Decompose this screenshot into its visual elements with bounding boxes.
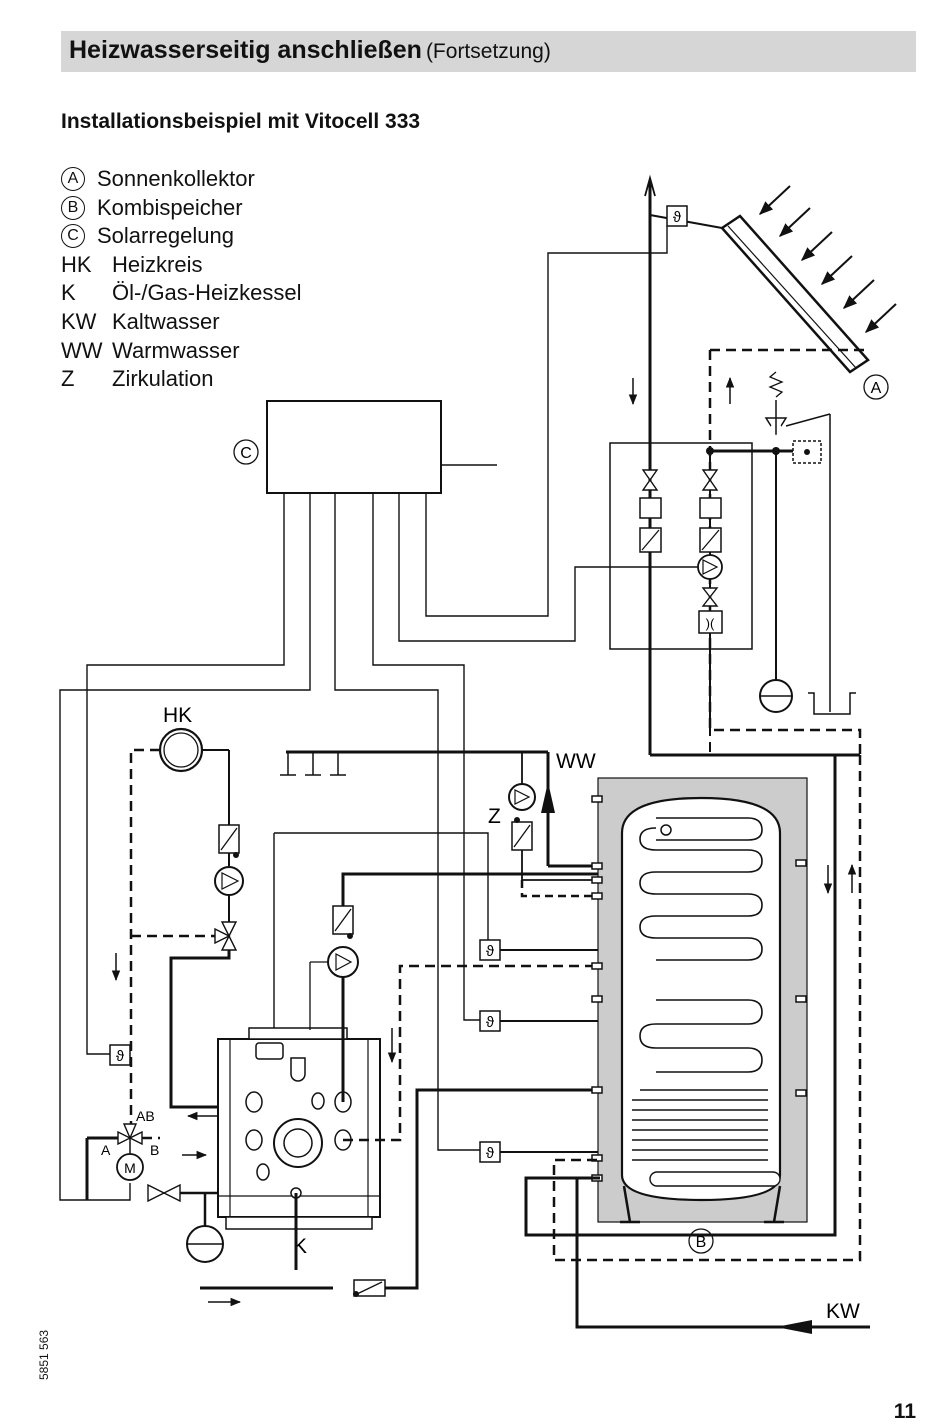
label-ww: WW [556,750,596,773]
mixer-motor [116,1153,144,1181]
collector-temp-sensor [666,205,688,227]
label-ab: AB [136,1108,155,1124]
legend-text: Zirkulation [112,366,214,392]
solar-controller [266,400,442,494]
sensor-symbol: ϑ [486,1014,495,1031]
sensor-symbol: ϑ [486,943,495,960]
document-number: 5851 563 [37,1320,57,1380]
sun-rays [758,185,897,333]
label-port-a: A [101,1142,111,1158]
label-a-circle [863,374,889,400]
label-port-b: B [150,1142,159,1158]
section-header: Heizwasserseitig anschließen(Fortsetzung… [61,31,916,72]
label-c: C [240,445,252,462]
legend-key: WW [61,337,103,363]
sensor-symbol: ϑ [116,1048,125,1065]
legend-key: KW [61,308,97,334]
legend-key: A [61,167,85,191]
combi-storage-tank: B [591,777,808,1254]
sensor-symbol: ϑ [673,209,682,226]
legend-key: Z [61,366,75,392]
legend-text: Öl-/Gas-Heizkessel [112,280,302,306]
solar-station-box [609,442,753,650]
station-left-column [639,469,662,553]
label-kw: KW [826,1300,860,1323]
storage-charging-pump [327,946,359,978]
legend-key: HK [61,251,92,277]
legend-text: Kaltwasser [112,308,220,334]
legend-text: Kombispeicher [97,194,243,220]
solar-collector: A [720,185,897,400]
section-title-main: Heizwasserseitig anschließen [69,36,422,64]
three-way-mixing-valve: M AB A B [85,1108,160,1200]
boiler: K [217,1027,381,1258]
document-number-text: 5851 563 [37,1329,51,1380]
label-m: M [124,1160,136,1176]
label-z: Z [488,805,501,828]
legend-text: Sonnenkollektor [97,166,255,191]
controller-wiring [59,226,698,1201]
legend-text: Solarregelung [97,223,234,249]
heating-circuit-radiator [158,727,204,773]
outdoor-sensor [109,1044,131,1066]
circulation-pump [508,783,536,811]
legend-key: C [61,224,85,249]
legend-key: B [61,195,85,220]
page-number: 11 [893,1400,916,1423]
label-b: B [696,1234,707,1251]
section-title: Heizwasserseitig anschließen(Fortsetzung… [69,36,551,65]
station-right-column: )( [697,451,723,755]
collecting-tank [808,692,856,715]
solar-pump [697,554,723,580]
legend-text: Heizkreis [112,251,203,277]
label-a: A [871,380,882,397]
section-title-suffix: (Fortsetzung) [425,40,551,63]
legend-text: Warmwasser [112,337,240,363]
svg-text:)(: )( [706,616,715,631]
sensor-symbol: ϑ [486,1145,495,1162]
figure-subtitle: Installationsbeispiel mit Vitocell 333 [61,110,421,133]
label-c-circle [233,439,259,465]
legend-key: K [61,280,76,306]
label-hk: HK [163,704,192,727]
